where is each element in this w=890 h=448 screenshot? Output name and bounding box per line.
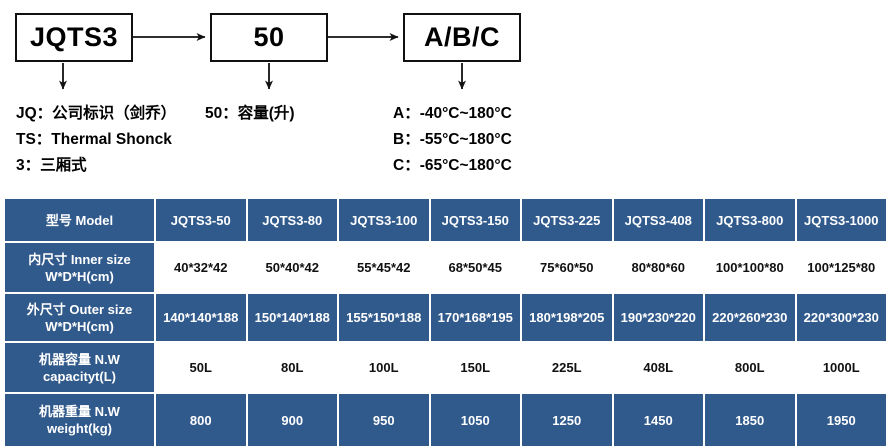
cell-inner-8: 100*125*80 xyxy=(796,243,886,292)
cell-inner-5: 75*60*50 xyxy=(522,243,612,292)
cell-model-3: JQTS3-100 xyxy=(339,199,429,241)
code-box-series: JQTS3 xyxy=(15,13,133,62)
cell-weight-2: 900 xyxy=(247,394,337,446)
cell-capacity-8: 1000L xyxy=(796,343,886,392)
cell-capacity-5: 225L xyxy=(522,343,612,392)
row-label-capacity: 机器容量 N.W capacityt(L) xyxy=(5,343,154,392)
legend-temp-line-1: A：-40°C~180°C xyxy=(393,105,512,122)
cell-capacity-7: 800L xyxy=(705,343,795,392)
table-row-capacity: 机器容量 N.W capacityt(L) 50L 80L 100L 150L … xyxy=(5,343,886,392)
table-row-outer-size: 外尺寸 Outer size W*D*H(cm) 140*140*188 150… xyxy=(5,294,886,341)
cell-inner-4: 68*50*45 xyxy=(430,243,520,292)
cell-capacity-3: 100L xyxy=(339,343,429,392)
cell-weight-7: 1850 xyxy=(705,394,795,446)
row-label-capacity-line2: capacityt(L) xyxy=(43,368,116,384)
cell-model-7: JQTS3-800 xyxy=(705,199,795,241)
cell-outer-4: 170*168*195 xyxy=(430,294,520,341)
cell-weight-5: 1250 xyxy=(522,394,612,446)
row-label-weight-line2: weight(kg) xyxy=(47,421,112,436)
diagram-connectors xyxy=(59,33,466,90)
cell-outer-5: 180*198*205 xyxy=(522,294,612,341)
cell-weight-1: 800 xyxy=(156,394,246,446)
cell-inner-6: 80*80*60 xyxy=(613,243,703,292)
row-label-outer-size: 外尺寸 Outer size W*D*H(cm) xyxy=(5,294,154,341)
legend-volume-line-1: 50：容量(升) xyxy=(205,105,295,122)
row-label-inner-line1: 内尺寸 Inner size xyxy=(28,251,131,267)
cell-outer-1: 140*140*188 xyxy=(156,294,246,341)
cell-weight-4: 1050 xyxy=(430,394,520,446)
cell-model-6: JQTS3-408 xyxy=(613,199,703,241)
cell-outer-8: 220*300*230 xyxy=(796,294,886,341)
cell-outer-7: 220*260*230 xyxy=(705,294,795,341)
legend-series-line-1: JQ：公司标识（剑乔） xyxy=(16,105,177,122)
cell-model-5: JQTS3-225 xyxy=(522,199,612,241)
cell-model-8: JQTS3-1000 xyxy=(796,199,886,241)
legend-series-line-2: TS：Thermal Shonck xyxy=(16,131,172,148)
specification-table: 型号 Model JQTS3-50 JQTS3-80 JQTS3-100 JQT… xyxy=(3,197,888,448)
cell-model-1: JQTS3-50 xyxy=(156,199,246,241)
row-label-model-line1: 型号 Model xyxy=(45,212,114,228)
row-label-weight-line1: 机器重量 N.W xyxy=(39,404,120,419)
row-label-inner-size: 内尺寸 Inner size W*D*H(cm) xyxy=(5,243,154,292)
legend-temp-line-3: C：-65°C~180°C xyxy=(393,157,512,174)
row-label-capacity-line1: 机器容量 N.W xyxy=(39,351,120,367)
cell-model-2: JQTS3-80 xyxy=(247,199,337,241)
row-label-outer-line2: W*D*H(cm) xyxy=(45,318,114,334)
row-label-inner-line2: W*D*H(cm) xyxy=(45,268,114,284)
legend-temperature: A：-40°C~180°C B：-55°C~180°C C：-65°C~180°… xyxy=(393,101,512,179)
cell-capacity-1: 50L xyxy=(156,343,246,392)
row-label-weight: 机器重量 N.W weight(kg) xyxy=(5,394,154,446)
cell-inner-3: 55*45*42 xyxy=(339,243,429,292)
table-row-model: 型号 Model JQTS3-50 JQTS3-80 JQTS3-100 JQT… xyxy=(5,199,886,241)
code-box-volume: 50 xyxy=(210,13,328,62)
row-label-outer-line1: 外尺寸 Outer size xyxy=(26,301,133,317)
table-row-inner-size: 内尺寸 Inner size W*D*H(cm) 40*32*42 50*40*… xyxy=(5,243,886,292)
cell-outer-2: 150*140*188 xyxy=(247,294,337,341)
table-row-weight: 机器重量 N.W weight(kg) 800 900 950 1050 125… xyxy=(5,394,886,446)
legend-series: JQ：公司标识（剑乔） TS：Thermal Shonck 3：三厢式 xyxy=(16,101,176,179)
cell-inner-2: 50*40*42 xyxy=(247,243,337,292)
cell-weight-8: 1950 xyxy=(796,394,886,446)
naming-diagram: JQTS3 50 A/B/C JQ：公司标识（剑乔） TS：Thermal Sh… xyxy=(0,0,890,195)
cell-weight-6: 1450 xyxy=(613,394,703,446)
legend-temp-line-2: B：-55°C~180°C xyxy=(393,131,512,148)
cell-capacity-2: 80L xyxy=(247,343,337,392)
legend-series-line-3: 3：三厢式 xyxy=(16,157,87,174)
cell-outer-3: 155*150*188 xyxy=(339,294,429,341)
cell-inner-1: 40*32*42 xyxy=(156,243,246,292)
cell-weight-3: 950 xyxy=(339,394,429,446)
cell-capacity-4: 150L xyxy=(430,343,520,392)
row-label-model: 型号 Model xyxy=(5,199,154,241)
cell-capacity-6: 408L xyxy=(613,343,703,392)
code-box-temperature: A/B/C xyxy=(403,13,521,62)
cell-model-4: JQTS3-150 xyxy=(430,199,520,241)
cell-outer-6: 190*230*220 xyxy=(613,294,703,341)
legend-volume: 50：容量(升) xyxy=(205,101,295,127)
cell-inner-7: 100*100*80 xyxy=(705,243,795,292)
